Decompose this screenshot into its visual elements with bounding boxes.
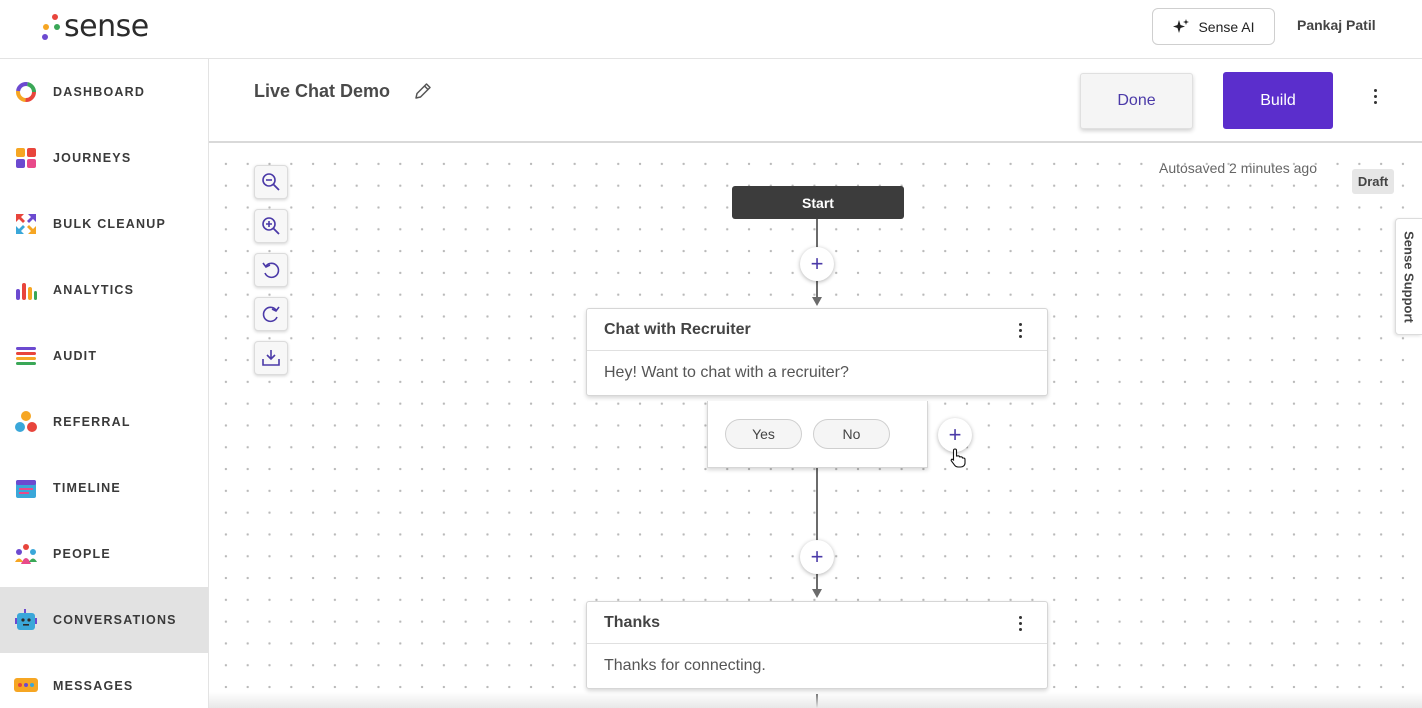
flow-node-message: Thanks for connecting. (604, 657, 766, 674)
logo-text: sense (64, 9, 149, 44)
sidebar-item-label: REFERRAL (53, 415, 131, 429)
connector-arrow (812, 589, 822, 598)
sidebar-item-messages[interactable]: MESSAGES (0, 653, 208, 708)
hand-cursor-icon (950, 448, 966, 473)
timeline-calendar-icon (14, 476, 38, 500)
reply-options: Yes No (707, 401, 928, 468)
sidebar-item-timeline[interactable]: TIMELINE (0, 455, 208, 521)
flow-node-header: Chat with Recruiter (587, 309, 1047, 351)
referral-dots-icon (14, 410, 38, 434)
sidebar-item-label: AUDIT (53, 349, 98, 363)
status-badge: Draft (1352, 169, 1394, 194)
undo-icon[interactable] (254, 253, 288, 287)
sense-support-label: Sense Support (1401, 230, 1417, 323)
sidebar-item-label: BULK CLEANUP (53, 217, 167, 231)
dashboard-ring-icon (14, 80, 38, 104)
sidebar-item-conversations[interactable]: CONVERSATIONS (0, 587, 208, 653)
pencil-edit-icon[interactable] (413, 81, 433, 106)
sidebar-item-label: ANALYTICS (53, 283, 135, 297)
bulk-cleanup-arrows-icon (14, 212, 38, 236)
sidebar-item-label: DASHBOARD (53, 85, 146, 99)
add-step-button[interactable]: + (800, 540, 834, 574)
more-options-icon[interactable] (1367, 89, 1383, 113)
flow-node-header: Thanks (587, 602, 1047, 644)
sidebar-item-label: PEOPLE (53, 547, 111, 561)
add-step-button[interactable]: + (800, 247, 834, 281)
audit-list-icon (14, 344, 38, 368)
option-no-button[interactable]: No (813, 419, 890, 449)
sense-logo[interactable]: sense (40, 9, 149, 44)
sidebar-item-label: CONVERSATIONS (53, 613, 177, 627)
sense-ai-button[interactable]: Sense AI (1152, 8, 1275, 45)
build-button[interactable]: Build (1223, 72, 1333, 129)
sidebar-item-journeys[interactable]: JOURNEYS (0, 125, 208, 191)
start-node[interactable]: Start (732, 186, 904, 219)
sparkle-icon (1173, 18, 1190, 33)
analytics-bars-icon (14, 278, 38, 302)
sidebar-item-analytics[interactable]: ANALYTICS (0, 257, 208, 323)
conversations-bot-icon (14, 608, 38, 632)
sidebar-item-audit[interactable]: AUDIT (0, 323, 208, 389)
option-yes-button[interactable]: Yes (725, 419, 802, 449)
add-option-button[interactable]: + (938, 418, 972, 452)
connector-line (816, 468, 818, 590)
connector-arrow (812, 297, 822, 306)
sidebar-item-dashboard[interactable]: DASHBOARD (0, 59, 208, 125)
sidebar-item-people[interactable]: PEOPLE (0, 521, 208, 587)
logo-dots-icon (40, 11, 62, 43)
messages-bubble-icon (14, 674, 38, 698)
people-group-icon (14, 542, 38, 566)
sidebar-item-bulk-cleanup[interactable]: BULK CLEANUP (0, 191, 208, 257)
download-icon[interactable] (254, 341, 288, 375)
flow-node-title: Chat with Recruiter (604, 320, 751, 338)
flow-node-title: Thanks (604, 613, 661, 631)
sidebar-item-label: JOURNEYS (53, 151, 132, 165)
node-menu-icon[interactable] (1019, 323, 1022, 338)
node-menu-icon[interactable] (1019, 616, 1022, 631)
sidebar-item-label: TIMELINE (53, 481, 121, 495)
done-button[interactable]: Done (1080, 73, 1193, 129)
user-name[interactable]: Pankaj Patil (1297, 17, 1376, 33)
sidebar: DASHBOARD JOURNEYS BULK CLEANUP (0, 59, 209, 708)
flow-node-message: Hey! Want to chat with a recruiter? (604, 364, 849, 381)
autosaved-status: Autosaved 2 minutes ago (1159, 160, 1317, 176)
journeys-grid-icon (14, 146, 38, 170)
top-bar: sense Sense AI Pankaj Patil (0, 0, 1422, 59)
flow-node-card[interactable]: Thanks Thanks for connecting. (586, 601, 1048, 689)
horizontal-scrollbar[interactable] (209, 692, 1422, 708)
sense-ai-label: Sense AI (1198, 18, 1255, 35)
zoom-out-icon[interactable] (254, 165, 288, 199)
canvas-toolbar (254, 165, 288, 375)
sense-support-tab[interactable]: Sense Support (1395, 218, 1422, 335)
sidebar-item-label: MESSAGES (53, 679, 134, 693)
flow-canvas[interactable]: Autosaved 2 minutes ago Draft Sense Supp… (209, 145, 1422, 708)
zoom-in-icon[interactable] (254, 209, 288, 243)
page-title: Live Chat Demo (254, 81, 391, 101)
sidebar-item-referral[interactable]: REFERRAL (0, 389, 208, 455)
page-header: Live Chat Demo Done Build (209, 59, 1422, 143)
redo-icon[interactable] (254, 297, 288, 331)
flow-node-card[interactable]: Chat with Recruiter Hey! Want to chat wi… (586, 308, 1048, 396)
